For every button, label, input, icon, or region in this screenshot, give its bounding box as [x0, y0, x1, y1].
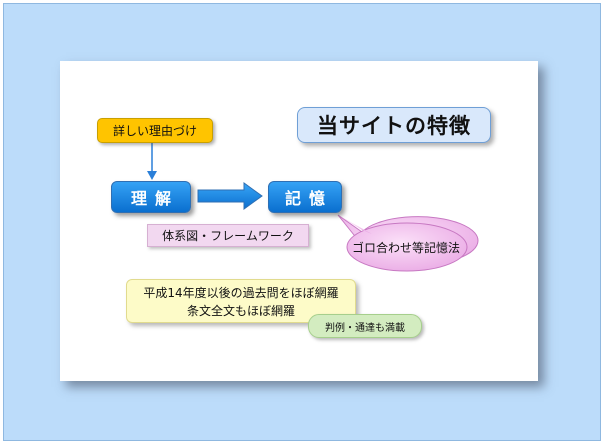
- coverage-line-2: 条文全文もほぼ網羅: [186, 304, 295, 318]
- framework-label: 体系図・フレームワーク: [162, 229, 294, 243]
- page-title-text: 当サイトの特徴: [317, 114, 471, 138]
- understand-label: 理解: [130, 189, 179, 208]
- reason-label: 詳しい理由づけ: [112, 124, 197, 138]
- reason-box: 詳しい理由づけ: [97, 118, 213, 143]
- coverage-line-1: 平成14年度以後の過去問をほぼ網羅: [143, 286, 339, 300]
- framework-box: 体系図・フレームワーク: [147, 224, 309, 247]
- memory-label: 記憶: [284, 189, 333, 208]
- memory-button[interactable]: 記憶: [268, 181, 342, 213]
- right-arrow-icon: [197, 182, 263, 210]
- precedent-label: 判例・通達も満載: [325, 322, 405, 334]
- down-arrow-icon: [147, 141, 157, 180]
- understand-button[interactable]: 理解: [111, 181, 191, 213]
- coverage-panel: 平成14年度以後の過去問をほぼ網羅 条文全文もほぼ網羅: [126, 279, 356, 323]
- page-title: 当サイトの特徴: [297, 107, 491, 143]
- mnemonic-callout-shape: [337, 214, 479, 272]
- mnemonic-label: ゴロ合わせ等記憶法: [351, 241, 460, 255]
- precedent-pill: 判例・通達も満載: [308, 314, 422, 338]
